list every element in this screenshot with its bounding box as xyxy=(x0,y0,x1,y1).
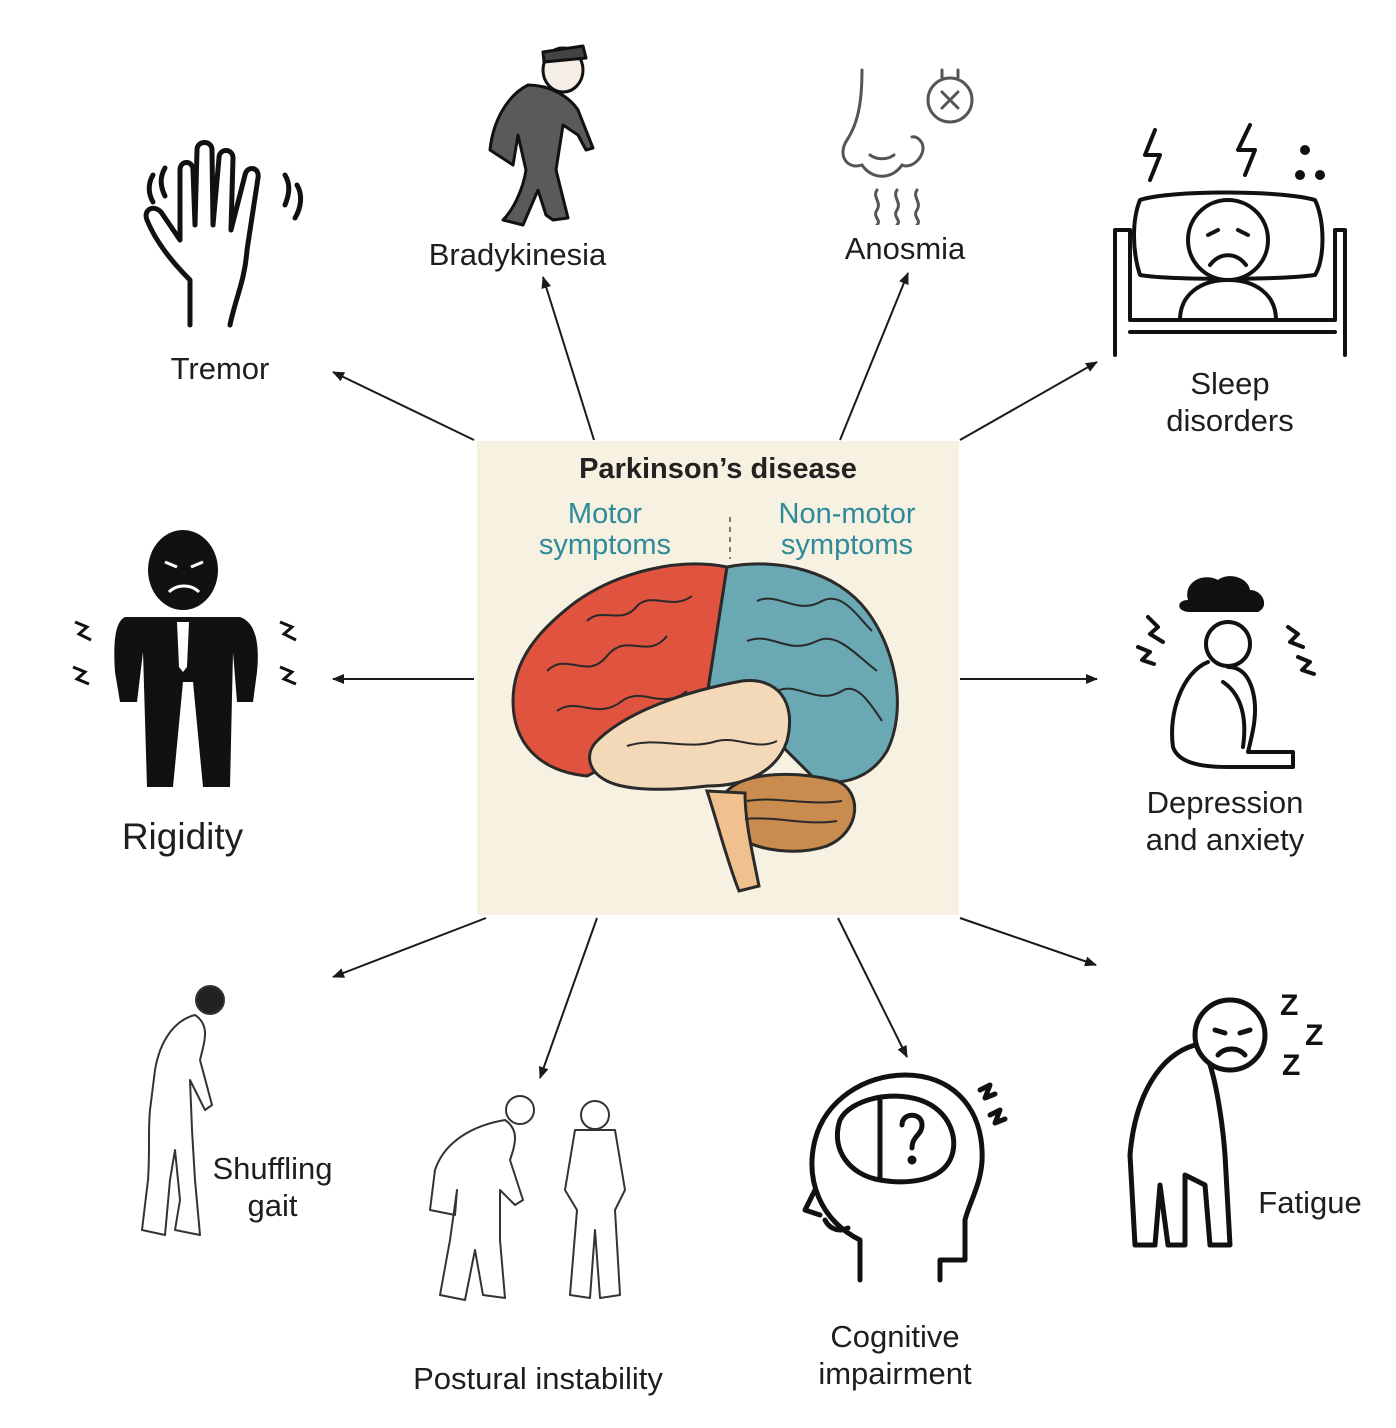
arrow-to-fatigue xyxy=(959,917,1097,967)
shuffling-gait-label: Shuffling gait xyxy=(195,1150,350,1224)
stooped-elderly-icon xyxy=(429,1095,626,1301)
arrow-to-bradykinesia xyxy=(541,276,595,441)
shuffling-man-icon xyxy=(141,985,225,1236)
arrow-to-anosmia xyxy=(839,272,909,441)
arrow-to-cognitive xyxy=(837,917,908,1058)
cognitive-line2: impairment xyxy=(818,1356,972,1391)
shuffling-line1: Shuffling xyxy=(212,1151,333,1186)
nose-no-smell-icon xyxy=(841,68,974,225)
center-title: Parkinson’s disease xyxy=(579,453,857,485)
sleep-line2: disorders xyxy=(1166,403,1294,438)
depression-line1: Depression xyxy=(1146,785,1304,820)
bradykinesia-label: Bradykinesia xyxy=(428,237,607,272)
sleep-line1: Sleep xyxy=(1190,366,1270,401)
cognitive-impairment-label: Cognitive impairment xyxy=(800,1318,990,1392)
rigidity-label: Rigidity xyxy=(121,816,244,857)
tired-figure-icon: Z Z Z xyxy=(1127,989,1323,1248)
cognitive-line1: Cognitive xyxy=(830,1319,960,1354)
motor-symptoms-heading: Motor symptoms xyxy=(515,499,695,561)
arrow-to-sleep xyxy=(959,361,1098,441)
rigid-man-icon xyxy=(72,530,297,787)
center-panel: Parkinson’s disease Motor symptoms Non-m… xyxy=(477,441,959,915)
tremor-hand-icon xyxy=(143,140,304,328)
tremor-label: Tremor xyxy=(170,351,270,386)
motor-heading-line1: Motor xyxy=(567,498,643,530)
fatigue-label: Fatigue xyxy=(1258,1185,1362,1220)
nonmotor-symptoms-heading: Non-motor symptoms xyxy=(747,499,947,561)
arrow-to-postural xyxy=(538,917,598,1079)
motor-heading-line2: symptoms xyxy=(538,529,672,561)
svg-text:Z: Z xyxy=(1282,1049,1300,1082)
brain-icon xyxy=(511,562,899,893)
sleep-disorders-label: Sleep disorders xyxy=(1145,365,1315,439)
nonmotor-heading-line1: Non-motor xyxy=(778,498,916,530)
sleepless-bed-icon xyxy=(1113,123,1347,357)
divider-dashes xyxy=(729,517,731,559)
svg-text:Z: Z xyxy=(1280,989,1298,1022)
depression-line2: and anxiety xyxy=(1145,822,1305,857)
puzzle-brain-head-icon xyxy=(802,1072,1008,1283)
arrow-to-tremor xyxy=(332,371,475,441)
depression-anxiety-label: Depression and anxiety xyxy=(1125,784,1325,858)
slow-walking-man-icon xyxy=(488,44,595,227)
svg-text:Z: Z xyxy=(1305,1019,1323,1052)
anosmia-label: Anosmia xyxy=(844,231,966,266)
nonmotor-heading-line2: symptoms xyxy=(780,529,914,561)
arrow-to-shuffling xyxy=(332,917,487,978)
sad-sitting-figure-icon xyxy=(1136,576,1316,769)
shuffling-line2: gait xyxy=(247,1188,298,1223)
postural-instability-label: Postural instability xyxy=(413,1361,663,1396)
